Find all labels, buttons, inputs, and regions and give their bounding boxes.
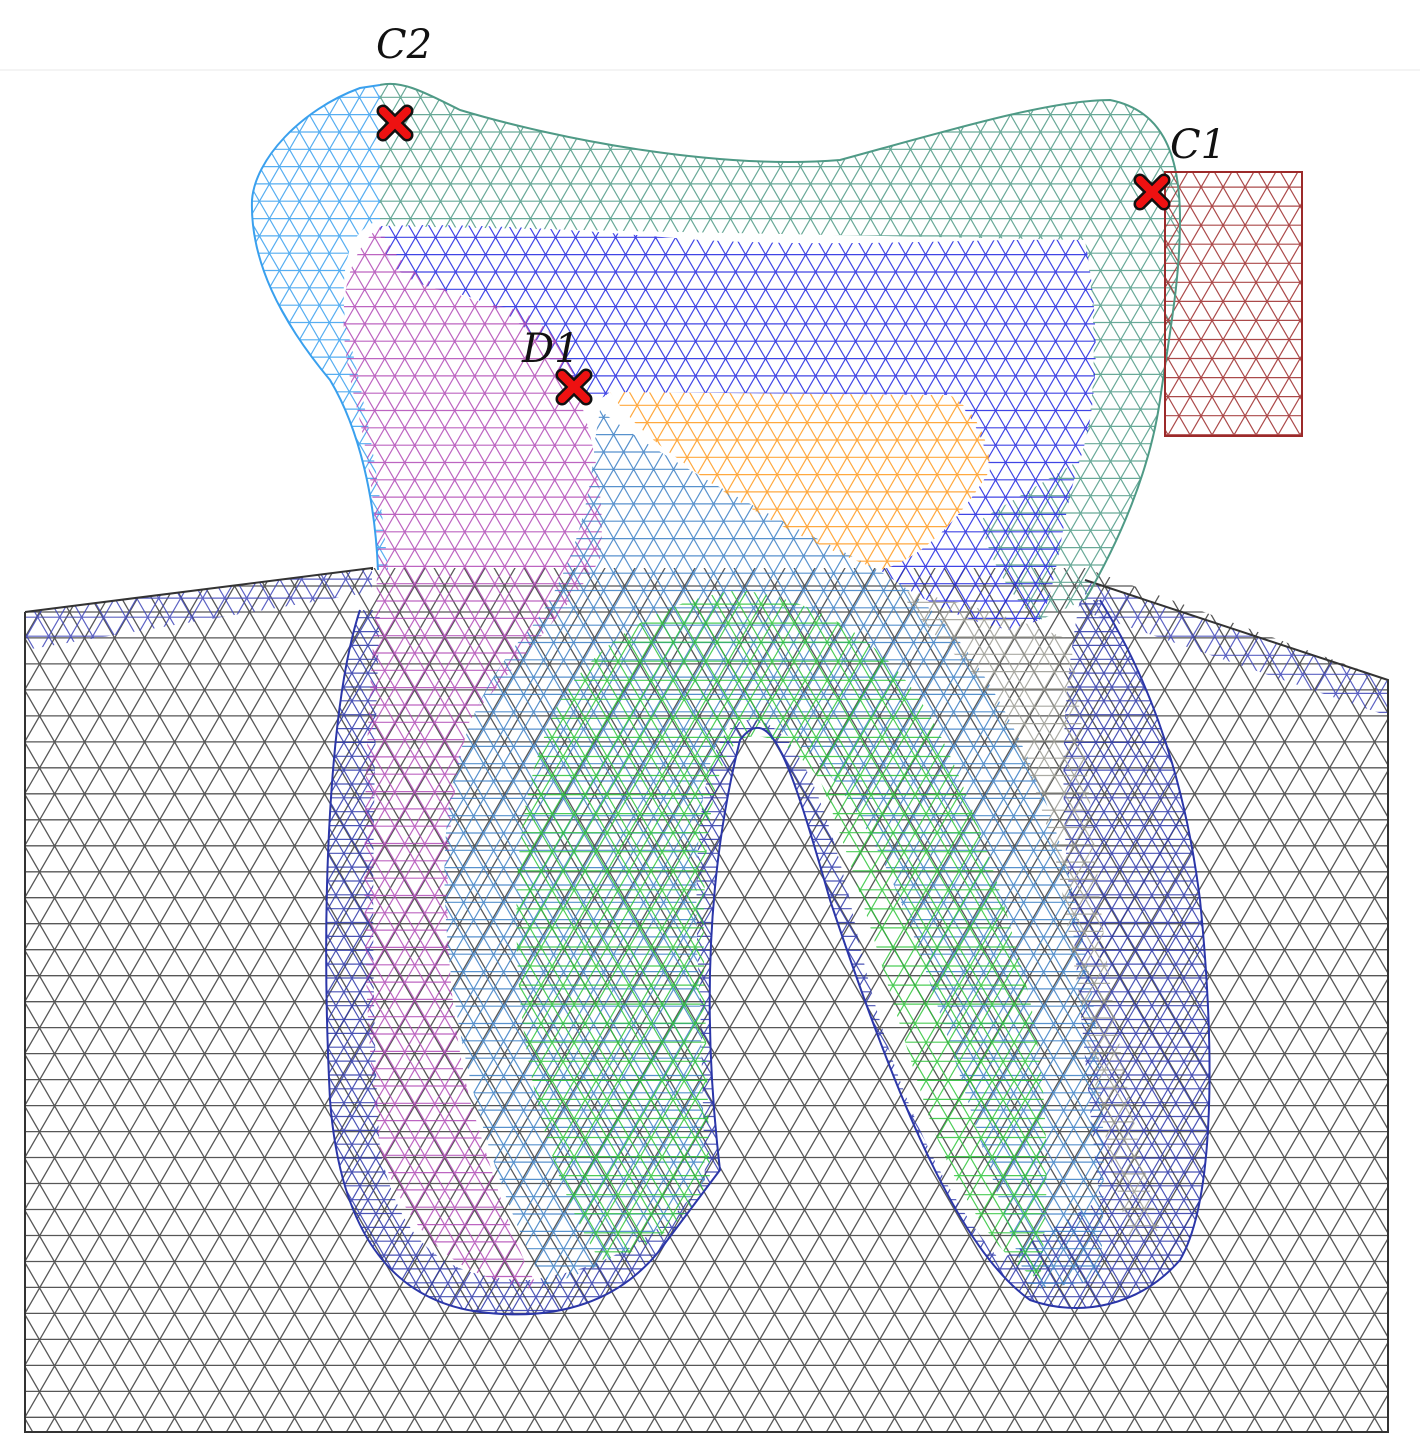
point-markers	[376, 104, 1171, 406]
ligament-outline-stroke	[325, 599, 1211, 1316]
label-c1: C1	[1170, 122, 1226, 168]
point-labels: C2 C1 D1	[376, 22, 1226, 372]
region-outlines	[24, 82, 1389, 1433]
attachment-outline	[1164, 171, 1303, 437]
mesh-bone-block	[25, 568, 1388, 1432]
mesh-pulp-horn	[610, 392, 990, 570]
mesh-attachment-block	[1165, 172, 1302, 436]
cap-outline	[250, 84, 381, 571]
label-c2: C2	[376, 22, 432, 68]
shell-outline	[379, 82, 1182, 601]
mesh-lines-pulp-horn	[610, 392, 990, 570]
marker-d1	[555, 368, 593, 406]
label-d1: D1	[521, 326, 580, 372]
mesh-lines-bone-block	[25, 568, 1388, 1432]
mesh-crown-left-cap	[251, 85, 388, 570]
mesh-regions	[25, 83, 1388, 1432]
marker-c1	[1133, 173, 1171, 211]
mesh-lines-crown-left-cap	[251, 85, 388, 570]
marker-c2	[376, 104, 414, 142]
block-outline	[24, 566, 1389, 1433]
mesh-lines-attachment-block	[1165, 172, 1302, 436]
